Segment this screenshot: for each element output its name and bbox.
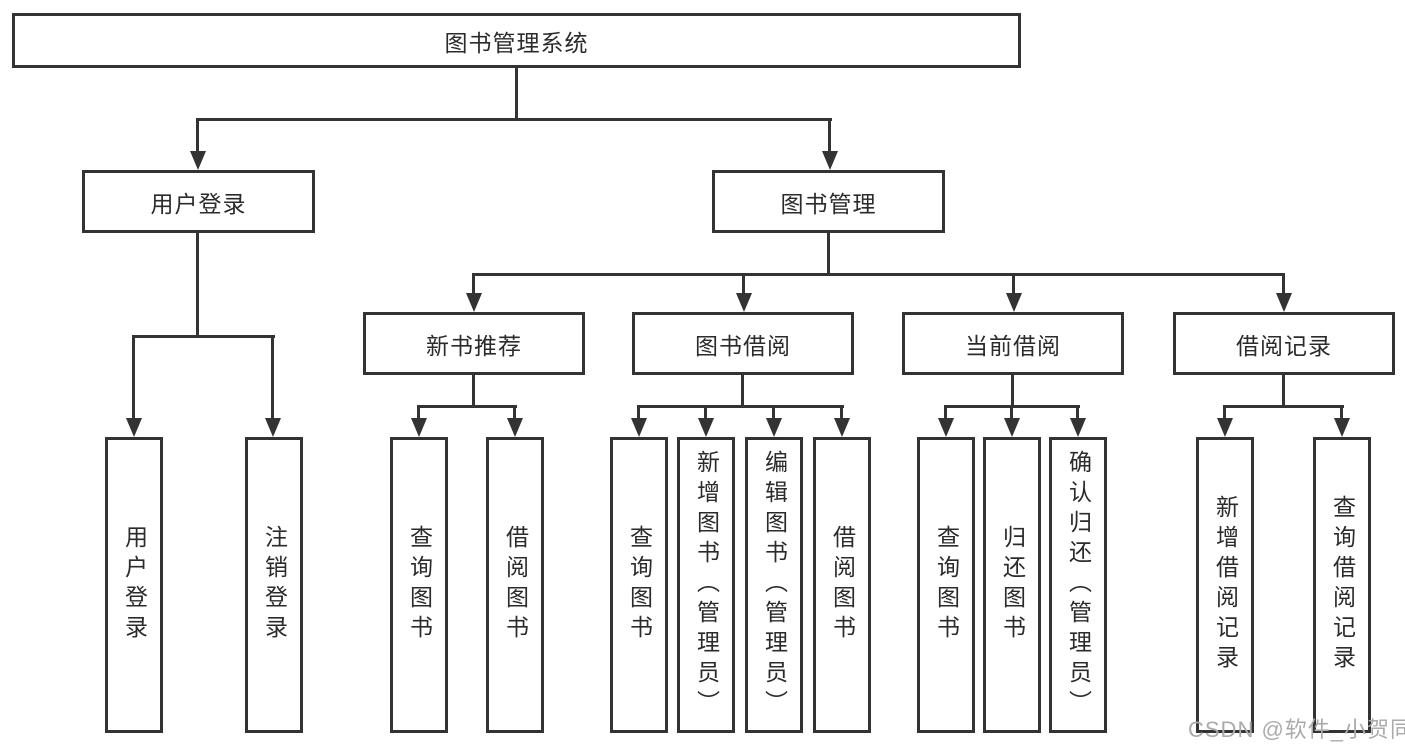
connector-line — [196, 233, 199, 335]
connector-line — [637, 405, 844, 408]
connector-line — [472, 273, 475, 295]
group-book-borrowing-label: 图书借阅 — [695, 332, 791, 359]
arrowhead-icon — [190, 151, 206, 170]
connector-line — [417, 405, 517, 408]
leaf-edit-books-admin-label: 编辑图书（管理员） — [761, 450, 788, 720]
branch-book-management-label: 图书管理 — [780, 190, 877, 217]
connector-line — [1282, 273, 1285, 295]
connector-line — [1340, 405, 1343, 420]
group-borrowing-records-label: 借阅记录 — [1236, 332, 1332, 359]
group-book-borrowing: 图书借阅 — [632, 312, 854, 375]
connector-line — [742, 273, 745, 295]
branch-user-login: 用户登录 — [82, 170, 315, 233]
connector-line — [472, 273, 1285, 276]
connector-line — [513, 405, 516, 420]
connector-line — [772, 405, 775, 420]
connector-line — [828, 118, 831, 152]
connector-line — [196, 118, 199, 152]
arrowhead-icon — [466, 293, 482, 312]
leaf-user-login-label: 用户登录 — [121, 525, 148, 645]
connector-line — [1076, 405, 1079, 420]
leaf-query-books-borrowing-label: 查询图书 — [626, 525, 653, 645]
connector-line — [704, 405, 707, 420]
leaf-query-books-current: 查询图书 — [917, 437, 975, 733]
arrowhead-icon — [1006, 293, 1022, 312]
connector-line — [1282, 375, 1285, 405]
arrowhead-icon — [1334, 418, 1350, 437]
leaf-borrow-books-recommend-label: 借阅图书 — [502, 525, 529, 645]
arrowhead-icon — [507, 418, 523, 437]
connector-line — [1223, 405, 1344, 408]
connector-line — [515, 68, 518, 118]
leaf-add-books-admin-label: 新增图书（管理员） — [693, 450, 720, 720]
leaf-user-login: 用户登录 — [105, 437, 163, 733]
connector-line — [1223, 405, 1226, 420]
csdn-watermark: CSDN @软件_小贺同学 — [1188, 717, 1405, 742]
connector-line — [1010, 405, 1013, 420]
leaf-return-books-label: 归还图书 — [999, 525, 1026, 645]
arrowhead-icon — [698, 418, 714, 437]
leaf-query-books-recommend-label: 查询图书 — [406, 525, 433, 645]
connector-line — [1011, 375, 1014, 405]
connector-line — [132, 335, 135, 419]
arrowhead-icon — [766, 418, 782, 437]
group-new-book-recommendation: 新书推荐 — [363, 312, 585, 375]
group-borrowing-records: 借阅记录 — [1173, 312, 1395, 375]
leaf-borrow-books-recommend: 借阅图书 — [486, 437, 544, 733]
branch-book-management: 图书管理 — [712, 170, 945, 233]
group-current-borrowing-label: 当前借阅 — [965, 332, 1061, 359]
arrowhead-icon — [631, 418, 647, 437]
connector-line — [197, 118, 832, 121]
branch-user-login-label: 用户登录 — [150, 190, 247, 217]
arrowhead-icon — [938, 418, 954, 437]
connector-line — [472, 375, 475, 405]
leaf-query-books-borrowing: 查询图书 — [610, 437, 668, 733]
arrowhead-icon — [1070, 418, 1086, 437]
leaf-add-borrow-record: 新增借阅记录 — [1196, 437, 1254, 733]
arrowhead-icon — [411, 418, 427, 437]
arrowhead-icon — [265, 418, 281, 437]
leaf-query-borrow-record-label: 查询借阅记录 — [1329, 495, 1356, 675]
node-root: 图书管理系统 — [12, 13, 1021, 68]
arrowhead-icon — [834, 418, 850, 437]
leaf-add-books-admin: 新增图书（管理员） — [677, 437, 735, 733]
leaf-query-borrow-record: 查询借阅记录 — [1313, 437, 1371, 733]
connector-line — [827, 233, 830, 273]
leaf-borrow-books-label: 借阅图书 — [829, 525, 856, 645]
group-current-borrowing: 当前借阅 — [902, 312, 1124, 375]
arrowhead-icon — [1217, 418, 1233, 437]
leaf-confirm-return-admin-label: 确认归还（管理员） — [1065, 450, 1092, 720]
leaf-borrow-books: 借阅图书 — [813, 437, 871, 733]
connector-line — [417, 405, 420, 420]
arrowhead-icon — [126, 418, 142, 437]
leaf-logout: 注销登录 — [245, 437, 303, 733]
arrowhead-icon — [1004, 418, 1020, 437]
leaf-return-books: 归还图书 — [983, 437, 1041, 733]
connector-line — [944, 405, 947, 420]
leaf-logout-label: 注销登录 — [261, 525, 288, 645]
leaf-query-books-recommend: 查询图书 — [390, 437, 448, 733]
connector-line — [1012, 273, 1015, 295]
connector-line — [271, 335, 274, 419]
arrowhead-icon — [822, 151, 838, 170]
connector-line — [637, 405, 640, 420]
leaf-confirm-return-admin: 确认归还（管理员） — [1049, 437, 1107, 733]
connector-line — [132, 335, 275, 338]
arrowhead-icon — [736, 293, 752, 312]
leaf-add-borrow-record-label: 新增借阅记录 — [1212, 495, 1239, 675]
connector-line — [741, 375, 744, 405]
leaf-query-books-current-label: 查询图书 — [933, 525, 960, 645]
group-new-book-recommendation-label: 新书推荐 — [426, 332, 522, 359]
leaf-edit-books-admin: 编辑图书（管理员） — [745, 437, 803, 733]
connector-line — [840, 405, 843, 420]
arrowhead-icon — [1276, 293, 1292, 312]
node-root-label: 图书管理系统 — [444, 29, 589, 56]
